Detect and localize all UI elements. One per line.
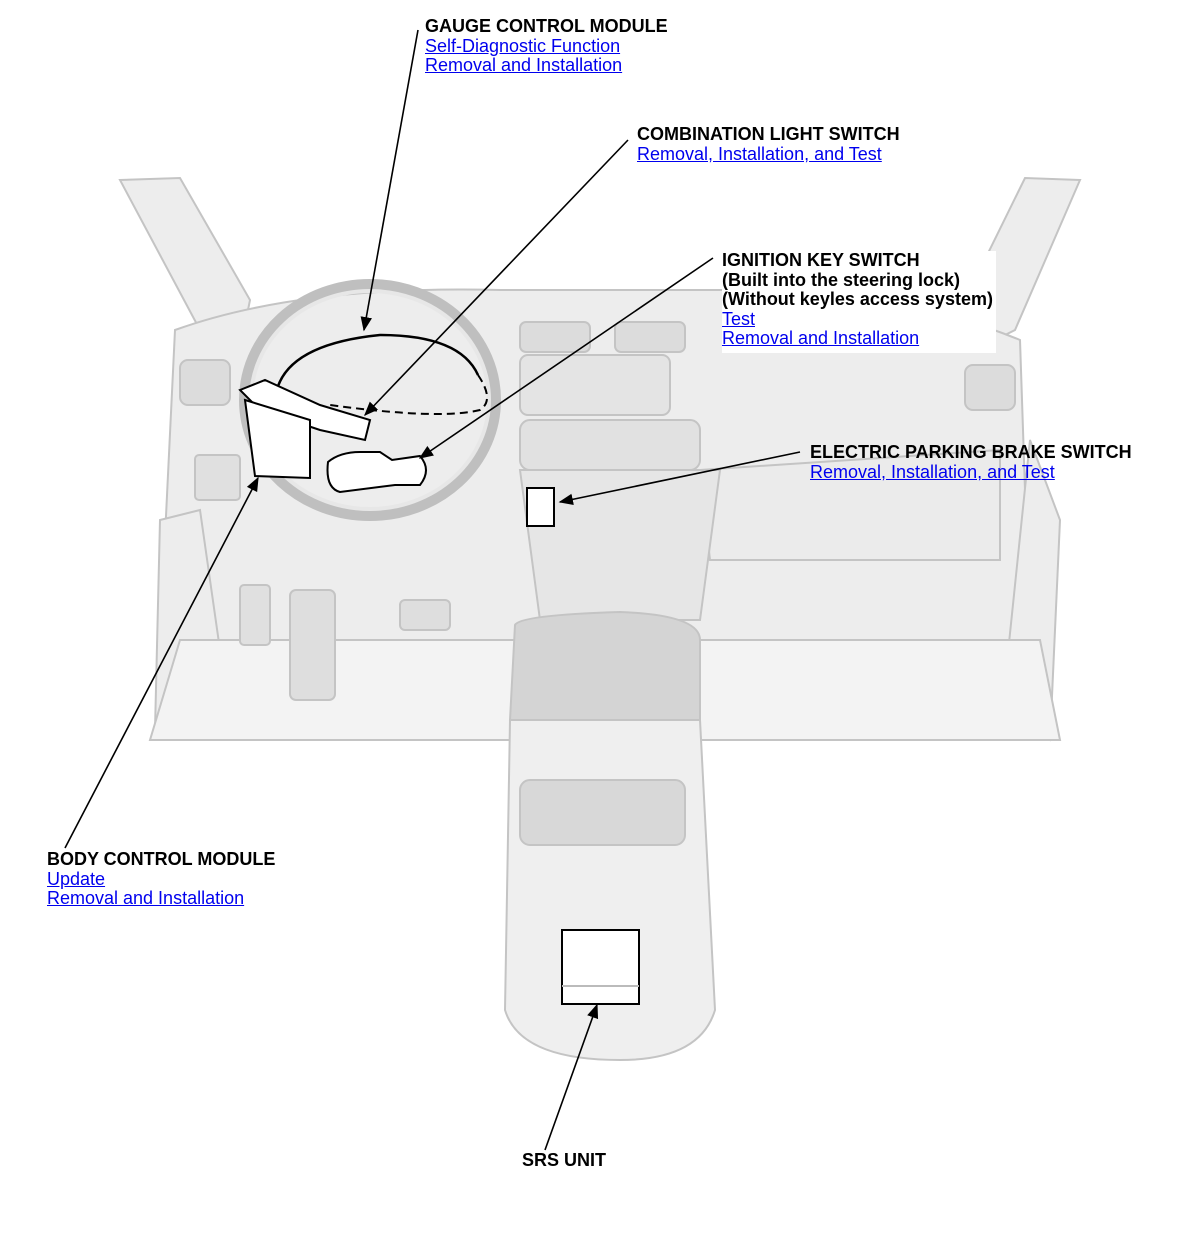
leader-lines <box>64 29 801 1151</box>
body-control-module-removal-link[interactable]: Removal and Installation <box>47 888 245 908</box>
ignition-key-switch-title: IGNITION KEY SWITCH <box>722 250 920 270</box>
callout-electric-parking-brake-switch: ELECTRIC PARKING BRAKE SWITCH Removal, I… <box>810 442 1132 482</box>
ignition-key-switch-test-link[interactable]: Test <box>722 308 756 329</box>
leader-line-body-control-module <box>64 476 259 849</box>
callout-body-control-module: BODY CONTROL MODULE Update Removal and I… <box>47 849 276 909</box>
callout-ignition-key-switch: IGNITION KEY SWITCH (Built into the stee… <box>722 250 996 353</box>
gauge-control-module-title: GAUGE CONTROL MODULE <box>425 16 668 36</box>
ignition-key-switch-removal-link[interactable]: Removal and Installation <box>722 328 920 348</box>
gauge-control-module-self-diagnostic-link[interactable]: Self-Diagnostic Function <box>425 35 621 56</box>
ignition-key-switch-note-steering-lock: (Built into the steering lock) <box>722 269 961 290</box>
ignition-key-switch-note-keyless: (Without keyles access system) <box>722 289 993 309</box>
srs-unit-title: SRS UNIT <box>522 1150 607 1170</box>
combination-light-switch-title: COMBINATION LIGHT SWITCH <box>637 124 900 144</box>
body-control-module-title: BODY CONTROL MODULE <box>47 849 276 869</box>
gauge-control-module-removal-link[interactable]: Removal and Installation <box>425 55 623 75</box>
component-outlines <box>238 333 640 1005</box>
electric-parking-brake-switch-title: ELECTRIC PARKING BRAKE SWITCH <box>810 442 1132 462</box>
cabin-drawing <box>118 176 1082 1062</box>
combination-light-switch-removal-test-link[interactable]: Removal, Installation, and Test <box>637 143 882 164</box>
callout-gauge-control-module: GAUGE CONTROL MODULE Self-Diagnostic Fun… <box>425 16 668 76</box>
leader-line-ignition-key-switch <box>418 257 714 459</box>
body-control-module-update-link[interactable]: Update <box>47 868 106 889</box>
leader-line-gauge-control-module <box>360 29 419 332</box>
callout-combination-light-switch: COMBINATION LIGHT SWITCH Removal, Instal… <box>637 124 900 164</box>
leader-line-srs-unit <box>544 1003 599 1151</box>
leader-line-electric-parking-brake-switch <box>558 451 801 505</box>
callout-srs-unit: SRS UNIT <box>522 1150 607 1171</box>
leader-line-combination-light-switch <box>364 139 629 417</box>
electric-parking-brake-switch-removal-test-link[interactable]: Removal, Installation, and Test <box>810 461 1055 482</box>
